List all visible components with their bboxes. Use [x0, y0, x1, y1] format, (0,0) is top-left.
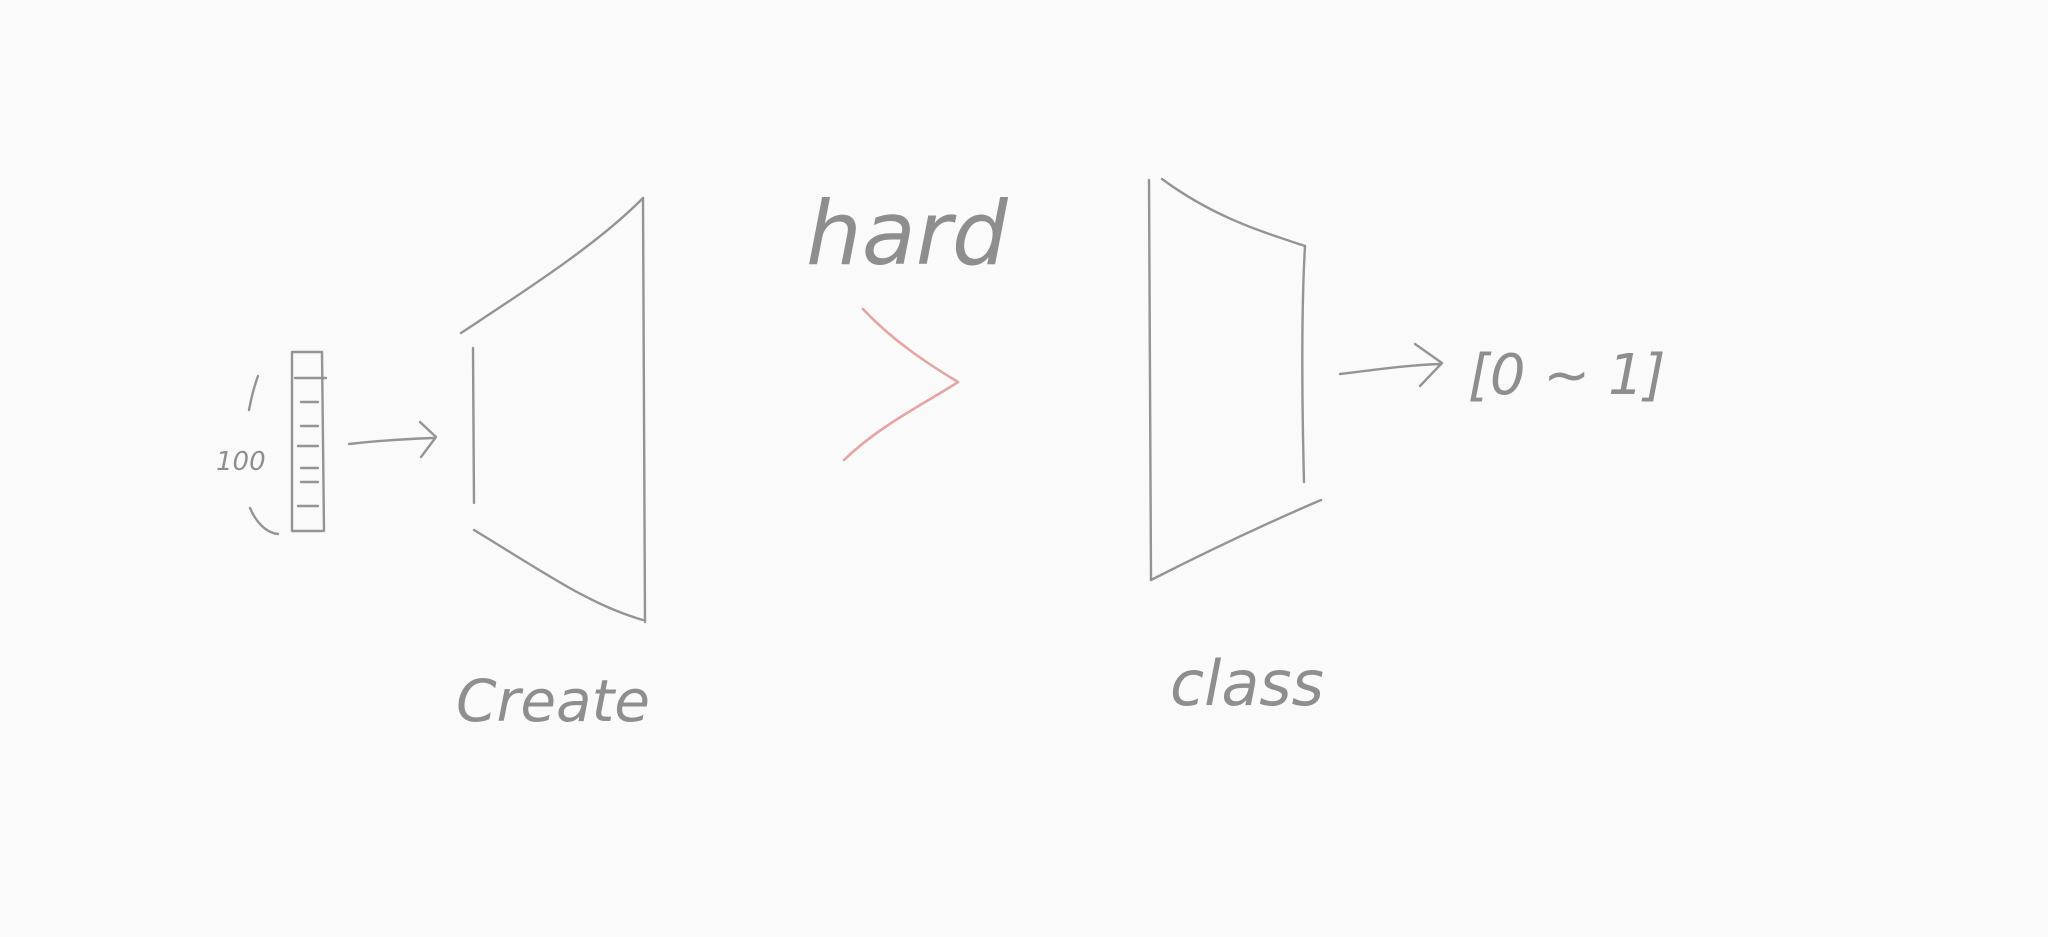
- input-arrow: [347, 420, 438, 459]
- generator-network: [459, 196, 647, 624]
- generator-label: Create: [456, 667, 650, 735]
- discriminator-network: [1147, 177, 1323, 582]
- greater-than-symbol: [842, 307, 960, 462]
- input-vector: [290, 350, 328, 533]
- discriminator-label: class: [1170, 647, 1324, 720]
- input-size-label: 100: [216, 447, 266, 477]
- comparison-label: hard: [806, 182, 1009, 285]
- output-range-label: [0 ~ 1]: [1468, 343, 1665, 408]
- output-arrow: [1338, 342, 1444, 388]
- dimension-brace: [247, 374, 280, 536]
